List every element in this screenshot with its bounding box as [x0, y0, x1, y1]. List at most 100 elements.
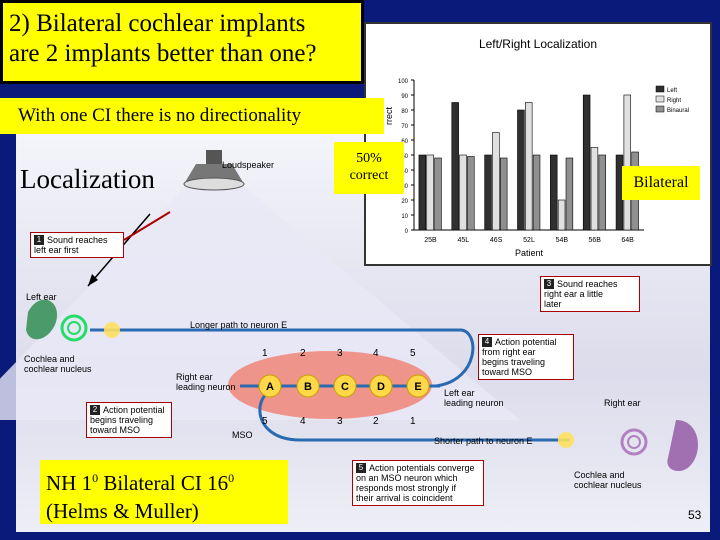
legend-label: Right	[667, 98, 681, 104]
right-ear-leading-label: Right ear leading neuron	[176, 372, 236, 392]
cochlea-left-label: Cochlea and cochlear nucleus	[24, 354, 92, 374]
top-timing-number: 2	[300, 348, 306, 359]
x-tick-label: 45L	[457, 237, 469, 244]
bottom-timing-number: 5	[262, 416, 268, 427]
neuron-E	[406, 374, 430, 398]
bottom-timing-number: 3	[337, 416, 343, 427]
action-potential-left	[104, 322, 120, 338]
bar-binaural-46S	[499, 157, 508, 231]
y-tick-label: 40	[401, 169, 408, 175]
right-ear-label: Right ear	[604, 398, 641, 408]
localization-label: Localization	[20, 164, 155, 194]
x-axis-label: Patient	[515, 248, 544, 258]
loudspeaker-icon	[183, 150, 245, 191]
neuron-A	[258, 374, 282, 398]
nh-note-line-1: NH 10 Bilateral CI 160	[46, 471, 235, 495]
longer-path-line	[90, 328, 475, 388]
x-tick-label: 25B	[424, 237, 437, 244]
bar-right-52L	[525, 102, 533, 231]
bar-right-46S	[492, 132, 500, 231]
bar-binaural-52L	[532, 154, 541, 231]
legend-swatch	[655, 85, 665, 93]
bar-left-52L	[517, 109, 525, 231]
bar-left-45L	[451, 102, 459, 231]
bottom-timing-number: 4	[300, 416, 306, 427]
loudspeaker-label: Loudspeaker	[222, 160, 275, 170]
title-line-1: 2) Bilateral cochlear implants	[9, 10, 306, 37]
y-tick-label: 10	[401, 214, 408, 220]
bar-right-54B	[557, 199, 566, 231]
percent-correct-callout: 50% correct	[334, 142, 404, 194]
y-tick-label: 30	[401, 184, 408, 190]
shorter-path-label: Shorter path to neuron E	[434, 436, 533, 446]
neuron-label: B	[304, 381, 312, 393]
bar-right-64B	[623, 94, 632, 231]
title-box: 2) Bilateral cochlear implants are 2 imp…	[0, 0, 364, 84]
arrow-to-step1	[123, 211, 171, 241]
action-potential-right	[558, 432, 574, 448]
top-timing-number: 3	[337, 348, 343, 359]
x-tick-label: 46S	[490, 237, 503, 244]
title-line-2: are 2 implants better than one?	[9, 40, 317, 67]
bar-binaural-25B	[434, 157, 442, 231]
legend-swatch	[655, 105, 665, 113]
bottom-timing-number: 1	[410, 416, 416, 427]
neuron-label: D	[377, 381, 385, 393]
subtitle-box: With one CI there is no directionality	[0, 98, 384, 134]
x-tick-label: 56B	[588, 237, 601, 244]
neuron-B	[296, 374, 320, 398]
bar-left-54B	[550, 154, 558, 231]
legend-label: Binaural	[667, 108, 689, 114]
bar-right-56B	[590, 147, 599, 231]
top-timing-number: 1	[262, 348, 268, 359]
mso-label: MSO	[232, 430, 253, 440]
neuron-D	[369, 374, 393, 398]
bar-right-45L	[459, 154, 467, 231]
chart-title: Left/Right Localization	[479, 37, 597, 51]
neuron-label: A	[266, 381, 274, 393]
legend-label: Left	[667, 88, 677, 94]
bilateral-callout: Bilateral	[622, 166, 700, 200]
y-tick-label: 70	[401, 124, 408, 130]
page-number: 53	[688, 508, 702, 522]
nh-note-line-2: (Helms & Muller)	[46, 499, 199, 523]
longer-path-label: Longer path to neuron E	[190, 320, 288, 330]
bar-binaural-54B	[565, 157, 574, 231]
y-axis-label: rrect	[384, 107, 394, 125]
legend-swatch	[655, 95, 665, 103]
neuron-label: E	[414, 381, 421, 393]
bar-left-56B	[582, 94, 591, 231]
y-tick-label: 60	[401, 139, 408, 145]
y-tick-label: 20	[401, 199, 408, 205]
x-tick-label: 54B	[556, 237, 569, 244]
bar-left-25B	[418, 154, 427, 231]
bottom-timing-number: 2	[373, 416, 379, 427]
left-ear-label: Left ear	[26, 292, 57, 302]
neuron-label: C	[341, 381, 349, 393]
y-tick-label: 90	[401, 94, 408, 100]
bar-binaural-45L	[467, 156, 475, 231]
x-tick-label: 52L	[523, 237, 535, 244]
y-tick-label: 80	[401, 109, 408, 115]
y-tick-label: 50	[401, 154, 408, 160]
y-tick-label: 100	[398, 79, 409, 85]
nh-note-box: NH 10 Bilateral CI 160 (Helms & Muller)	[40, 460, 288, 524]
left-ear-leading-label: Left ear leading neuron	[444, 388, 504, 408]
top-timing-number: 5	[410, 348, 416, 359]
bar-right-25B	[426, 154, 434, 231]
x-tick-label: 64B	[621, 237, 634, 244]
neuron-C	[333, 374, 357, 398]
bar-left-46S	[484, 154, 492, 231]
y-tick-label: 0	[405, 229, 409, 235]
top-timing-number: 4	[373, 348, 379, 359]
